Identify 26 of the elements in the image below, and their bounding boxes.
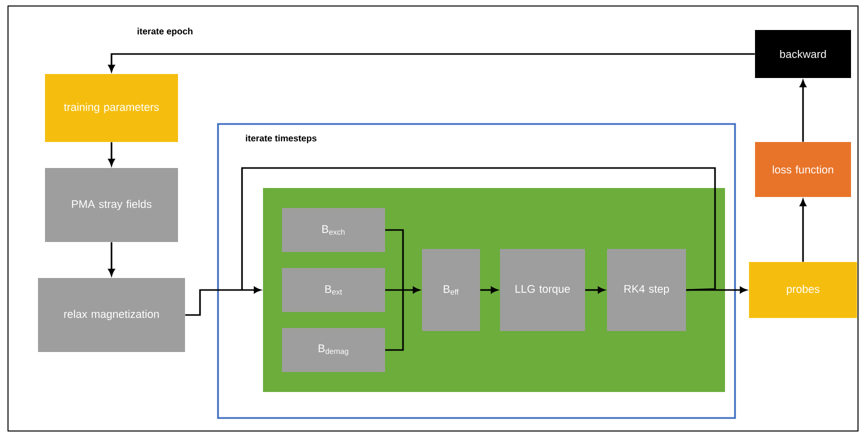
field-box: B$_{exch}$ <box>282 208 385 252</box>
process-box: LLG torque <box>500 249 585 331</box>
process-box: B$_{eff}$ <box>422 249 480 331</box>
process-box: probes <box>749 262 857 318</box>
arrow <box>480 286 498 294</box>
connector-line <box>241 167 716 291</box>
arrow <box>108 53 755 72</box>
field-box: B$_{demag}$ <box>282 328 385 372</box>
arrow <box>385 286 420 294</box>
arrow <box>108 242 115 276</box>
process-box: training parameters <box>45 74 178 142</box>
process-box: PMA stray fields <box>45 168 178 242</box>
arrow <box>800 80 806 142</box>
connector-line <box>385 290 404 351</box>
arrow <box>108 142 115 166</box>
process-box: loss function <box>755 142 851 197</box>
field-box: B$_{ext}$ <box>282 268 385 312</box>
process-box: backward <box>755 30 851 78</box>
arrow <box>800 199 806 262</box>
edge-label: iterate epoch <box>136 26 194 38</box>
process-box: RK4 step <box>607 249 686 331</box>
arrow <box>686 286 747 294</box>
process-box: relax magnetization <box>38 278 185 352</box>
arrow <box>585 286 605 294</box>
connector-line <box>385 229 404 290</box>
arrow <box>185 286 261 316</box>
